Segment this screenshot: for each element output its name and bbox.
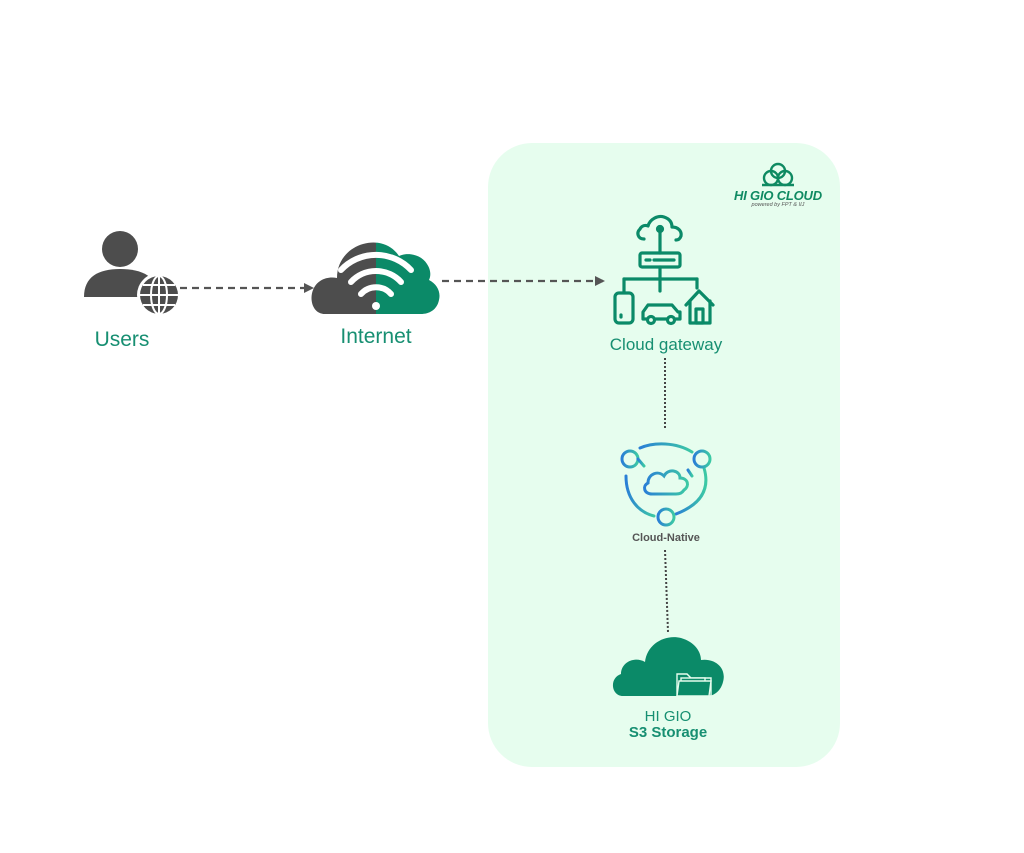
brand-tagline: powered by FPT & IIJ <box>751 202 805 208</box>
node-cloud-gateway[interactable] <box>610 213 720 333</box>
node-users[interactable] <box>84 229 184 324</box>
node-internet[interactable] <box>311 230 441 321</box>
cloud-folder-icon <box>612 637 724 697</box>
cloud-native-label: Cloud-Native <box>632 532 700 544</box>
s3-storage-label-line1: HI GIO <box>644 708 692 725</box>
user-globe-icon <box>84 231 181 317</box>
brand-logo: HI GIO CLOUD powered by FPT & IIJ <box>728 162 828 208</box>
brand-name: HI GIO CLOUD <box>734 188 822 203</box>
cloud-gateway-label: Cloud gateway <box>609 335 723 354</box>
cloud-gateway-icon <box>613 214 715 326</box>
cloud-logo-icon <box>762 162 794 187</box>
cloud-native-icon <box>620 442 712 527</box>
node-s3-storage[interactable] <box>611 634 727 703</box>
internet-label: Internet <box>340 325 412 348</box>
node-cloud-native[interactable] <box>618 440 714 537</box>
s3-storage-label-line2: S3 Storage <box>628 724 708 741</box>
wifi-cloud-icon <box>311 242 440 314</box>
users-label: Users <box>94 328 150 351</box>
edge-native-s3 <box>664 549 669 633</box>
